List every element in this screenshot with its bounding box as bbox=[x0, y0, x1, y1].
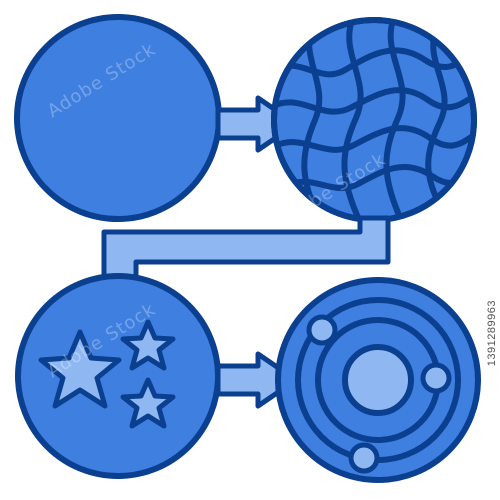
grid-line bbox=[341, 20, 364, 220]
grid-line bbox=[383, 20, 406, 220]
small-star-icon bbox=[120, 377, 176, 429]
big-star-icon bbox=[38, 329, 122, 409]
planet-icon bbox=[420, 362, 452, 394]
grid-line bbox=[274, 87, 474, 115]
grid-line bbox=[301, 22, 323, 220]
sun-icon bbox=[342, 344, 414, 416]
plain-circle-icon bbox=[14, 14, 222, 222]
planet-icon bbox=[306, 314, 338, 346]
watermark-stock-id: 1391289963 bbox=[486, 300, 498, 367]
small-star-icon bbox=[120, 319, 176, 371]
grid-line bbox=[425, 27, 448, 213]
solar-system-icon bbox=[275, 277, 481, 483]
stars-circle-icon bbox=[15, 273, 221, 479]
globe-grid-icon bbox=[271, 17, 477, 223]
planet-icon bbox=[348, 442, 380, 474]
